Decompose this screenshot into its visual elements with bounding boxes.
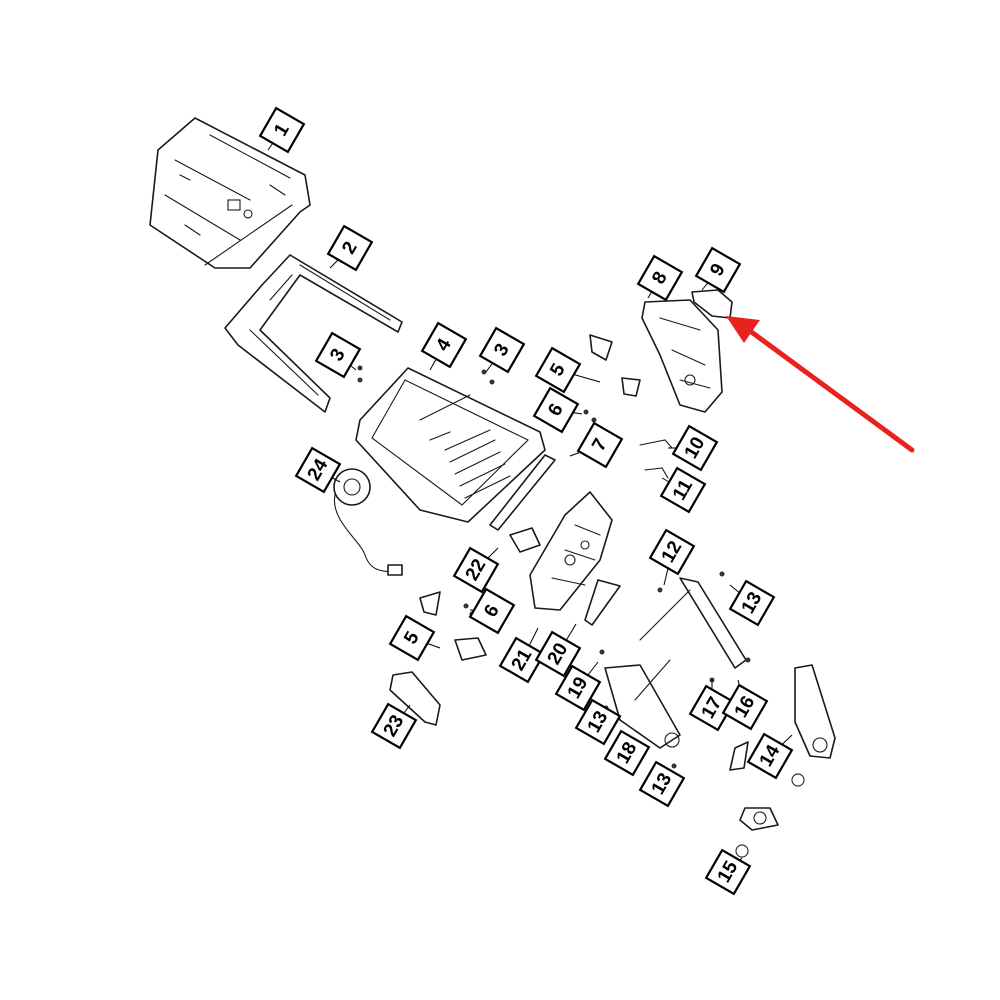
callout-3: 3 — [478, 326, 526, 374]
callout-box-frame — [294, 446, 342, 494]
callout-box-frame — [648, 528, 696, 576]
callout-23: 23 — [370, 702, 418, 750]
callout-9: 9 — [694, 246, 742, 294]
callout-box-frame — [478, 326, 526, 374]
callout-18: 18 — [603, 729, 651, 777]
bracket-lower-part — [419, 591, 487, 661]
seat-back-frame-part — [224, 254, 403, 413]
callout-box-frame — [532, 386, 580, 434]
bracket-upper-part — [589, 334, 641, 397]
callout-6: 6 — [532, 386, 580, 434]
callout-box-frame — [603, 729, 651, 777]
callout-box-frame — [534, 630, 582, 678]
callout-7: 7 — [576, 421, 624, 469]
callout-14: 14 — [746, 732, 794, 780]
callout-box-frame — [659, 466, 707, 514]
callout-20: 20 — [534, 630, 582, 678]
callout-box-frame — [576, 421, 624, 469]
seat-cushion-frame-part — [355, 367, 546, 523]
callout-21: 21 — [498, 636, 546, 684]
callout-11: 11 — [659, 466, 707, 514]
callout-box-frame — [721, 683, 769, 731]
side-arm-part — [791, 664, 836, 787]
callout-24: 24 — [294, 446, 342, 494]
side-shield-part — [641, 299, 723, 413]
callout-13: 13 — [728, 579, 776, 627]
callout-box-frame — [694, 246, 742, 294]
callout-19: 19 — [554, 664, 602, 712]
callout-box-frame — [534, 346, 582, 394]
callout-15: 15 — [704, 848, 752, 896]
callout-8: 8 — [636, 254, 684, 302]
callout-10: 10 — [671, 424, 719, 472]
callout-16: 16 — [721, 683, 769, 731]
seat-pan-plate-part — [529, 491, 613, 611]
callout-box-frame — [498, 636, 546, 684]
callout-5: 5 — [534, 346, 582, 394]
callout-4: 4 — [420, 321, 468, 369]
callout-box-frame — [388, 614, 436, 662]
highlight-arrow — [726, 316, 915, 453]
callout-box-frame — [258, 106, 306, 154]
callout-box-frame — [728, 579, 776, 627]
callout-6: 6 — [468, 587, 516, 635]
callout-box-frame — [636, 254, 684, 302]
callout-13: 13 — [638, 760, 686, 808]
callout-box-frame — [554, 664, 602, 712]
callout-box-frame — [574, 698, 622, 746]
seat-back-panel-part — [149, 117, 311, 269]
callout-box-frame — [420, 321, 468, 369]
callout-17: 17 — [688, 684, 736, 732]
callout-box-frame — [468, 587, 516, 635]
callout-box-frame — [314, 331, 362, 379]
clip-parts — [639, 439, 673, 479]
callout-1: 1 — [258, 106, 306, 154]
callout-box-frame — [326, 224, 374, 272]
callout-box-frame — [452, 546, 500, 594]
callout-box-frame — [688, 684, 736, 732]
callout-box-frame — [638, 760, 686, 808]
trim-piece-part — [389, 671, 441, 726]
callout-3: 3 — [314, 331, 362, 379]
callout-5: 5 — [388, 614, 436, 662]
callout-box-frame — [746, 732, 794, 780]
rail-bar-part — [489, 454, 556, 531]
callout-box-frame — [704, 848, 752, 896]
callout-13: 13 — [574, 698, 622, 746]
callout-22: 22 — [452, 546, 500, 594]
callout-2: 2 — [326, 224, 374, 272]
pivot-bracket-part — [729, 741, 779, 858]
track-mechanism-part — [604, 577, 747, 749]
callout-box-frame — [370, 702, 418, 750]
link-bar-part — [584, 579, 621, 626]
callout-12: 12 — [648, 528, 696, 576]
motor-harness-part — [333, 468, 403, 576]
callout-box-frame — [671, 424, 719, 472]
gear-motor-part — [509, 527, 541, 553]
